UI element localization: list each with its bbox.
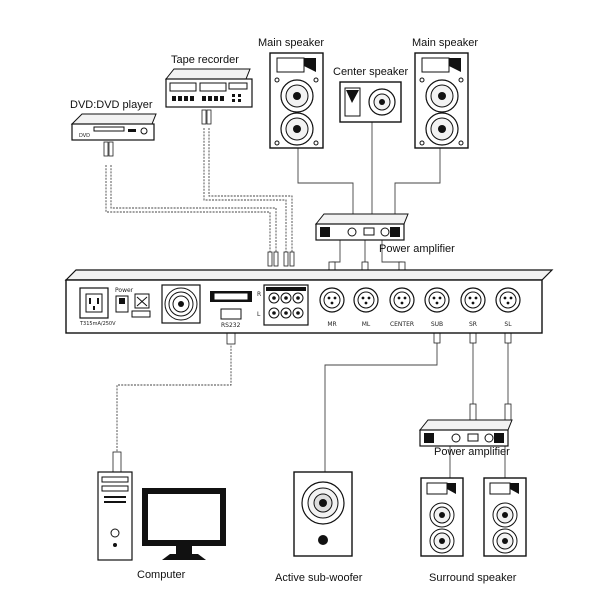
dvd-badge: DVD [79,133,90,139]
subwoofer-label: Active sub-woofer [275,572,363,584]
xlr-output-sr: SR [460,287,486,328]
power-amplifier-top [314,213,409,241]
rca-plug [289,251,295,267]
cables [105,122,509,478]
computer-label: Computer [137,569,186,581]
xlr-output-label: SL [504,321,512,328]
usb-plug [112,451,122,473]
xlr-output-label: SUB [431,321,443,328]
computer [97,471,226,561]
xlr-outputs: MR ML CENTER SUB SR SL [319,287,521,328]
xlr-output-center: CENTER [389,287,415,328]
rca-plug [103,141,109,157]
main-speaker-right [414,52,469,149]
power-amplifier-bottom-label: Power amplifier [434,446,510,458]
dvd-cable [110,165,277,255]
input-r-label: R [257,291,261,298]
tape-recorder-label: Tape recorder [171,54,239,66]
input-l-label: L [257,311,261,318]
dvd-player-label: DVD:DVD player [70,99,153,111]
surround-speaker-left [420,477,464,557]
xlr-output-ml: ML [353,287,379,328]
xlr-output-sl: SL [495,287,521,328]
xlr-output-mr: MR [319,287,345,328]
xlr-output-label: MR [327,321,336,328]
surround-speaker-label: Surround speaker [429,572,517,584]
dvd-cable [105,165,271,255]
power-amplifier-bottom [418,419,513,447]
power-label: Power [115,287,134,294]
rca-input-block [263,284,309,326]
rs232-port [220,308,242,320]
xlr-output-sub: SUB [424,287,450,328]
xlr-output-label: SR [469,321,477,328]
active-subwoofer [293,471,353,557]
speaker-cable [297,148,354,216]
rca-plug [267,251,273,267]
center-speaker [339,81,402,123]
tape-cable [208,128,293,255]
xlr-output-label: CENTER [390,321,414,328]
surround-speaker-right [483,477,527,557]
center-speaker-label: Center speaker [333,66,409,78]
speaker-cable [394,148,441,216]
main-speaker-right-label: Main speaker [412,37,479,49]
sub-cable [324,335,438,472]
xlr-plug [504,403,512,421]
main-speaker-left [269,52,324,149]
power-amplifier-top-label: Power amplifier [379,243,455,255]
main-speaker-left-label: Main speaker [258,37,325,49]
xlr-output-label: ML [362,321,371,328]
rca-plug [283,251,289,267]
xlr-plug [469,403,477,421]
rca-plug [206,109,212,125]
tape-recorder [164,68,253,108]
rca-plug [108,141,114,157]
rca-plug [201,109,207,125]
rear-panel: T315mA/250V Power RS232 R L [64,269,554,334]
rs232-label: RS232 [221,322,241,329]
tape-cable [203,128,287,255]
dvd-player: DVD [70,113,157,141]
plugs [103,109,512,473]
fuse-rating: T315mA/250V [79,321,116,327]
rca-plug [273,251,279,267]
rs232-cable [116,320,232,455]
